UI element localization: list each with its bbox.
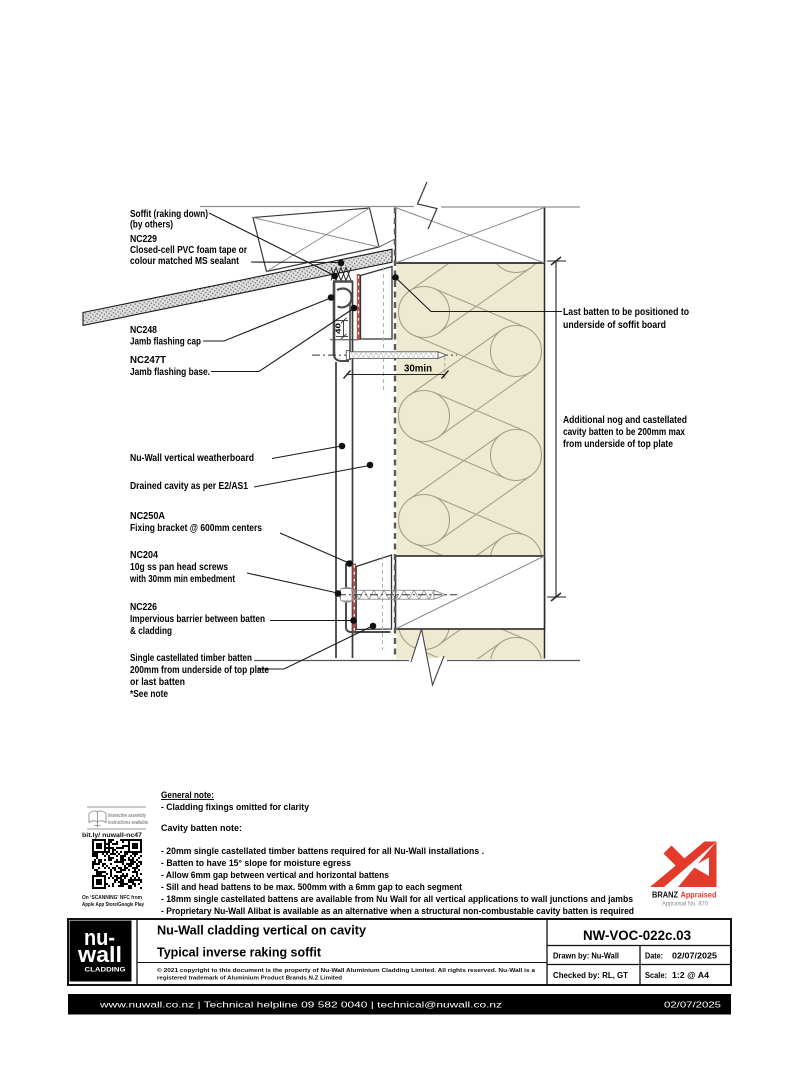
- svg-text:- Batten to have 15° slope for: - Batten to have 15° slope for moisture …: [161, 858, 351, 868]
- svg-text:interactive assembly: interactive assembly: [108, 813, 147, 819]
- svg-text:bit.ly/ nuwall-nc47: bit.ly/ nuwall-nc47: [82, 833, 143, 839]
- svg-text:with 30mm min embedment: with 30mm min embedment: [129, 574, 235, 585]
- svg-text:Checked by: RL, GT: Checked by: RL, GT: [553, 970, 629, 980]
- svg-text:underside of soffit board: underside of soffit board: [563, 320, 666, 331]
- svg-text:Single castellated timber batt: Single castellated timber batten: [130, 653, 252, 664]
- svg-text:40: 40: [334, 323, 343, 334]
- svg-text:- 18mm single castellated batt: - 18mm single castellated battens are av…: [161, 894, 633, 904]
- svg-text:nu-: nu-: [84, 925, 115, 950]
- svg-text:- Sill and head battens to be: - Sill and head battens to be max. 500mm…: [161, 882, 462, 892]
- svg-text:Apple App Store/Google Play: Apple App Store/Google Play: [82, 902, 145, 908]
- svg-text:30min: 30min: [404, 364, 432, 375]
- svg-text:Jamb flashing cap: Jamb flashing cap: [130, 337, 201, 348]
- svg-text:Closed-cell PVC foam tape or: Closed-cell PVC foam tape or: [130, 245, 247, 256]
- svg-text:*See note: *See note: [130, 689, 168, 700]
- svg-text:NW-VOC-022c.03: NW-VOC-022c.03: [583, 928, 691, 944]
- svg-text:Jamb flashing base.: Jamb flashing base.: [130, 367, 210, 378]
- svg-text:General note:: General note:: [161, 790, 214, 800]
- svg-text:or last batten: or last batten: [130, 677, 185, 688]
- svg-text:NC204: NC204: [130, 550, 159, 561]
- svg-text:Fixing bracket @ 600mm centers: Fixing bracket @ 600mm centers: [130, 523, 262, 534]
- svg-text:colour matched MS sealant: colour matched MS sealant: [130, 256, 240, 267]
- svg-text:& cladding: & cladding: [130, 626, 172, 637]
- svg-text:Appraised: Appraised: [681, 890, 717, 900]
- svg-text:BRANZ: BRANZ: [652, 890, 678, 900]
- svg-text:Date:: Date:: [645, 951, 663, 961]
- svg-text:02/07/2025: 02/07/2025: [664, 1000, 721, 1010]
- svg-text:wall: wall: [77, 942, 122, 967]
- svg-text:NC226: NC226: [130, 602, 157, 613]
- svg-text:instructions available: instructions available: [108, 820, 148, 826]
- svg-text:02/07/2025: 02/07/2025: [672, 951, 717, 961]
- svg-text:(by others): (by others): [130, 220, 173, 231]
- svg-text:- 20mm single castellated timb: - 20mm single castellated timber battens…: [161, 846, 484, 856]
- svg-text:Typical inverse raking soffit: Typical inverse raking soffit: [157, 945, 322, 960]
- svg-text:Appraisal No. 870: Appraisal No. 870: [662, 902, 709, 908]
- svg-text:Additional nog and castellated: Additional nog and castellated: [563, 415, 687, 426]
- svg-text:cavity batten to be 200mm max: cavity batten to be 200mm max: [563, 427, 685, 438]
- svg-text:© 2021 copyright to this docum: © 2021 copyright to this document is the…: [157, 967, 536, 974]
- svg-text:NC229: NC229: [130, 234, 157, 245]
- svg-text:CLADDING: CLADDING: [85, 968, 126, 974]
- svg-text:Drawn by: Nu-Wall: Drawn by: Nu-Wall: [553, 951, 619, 961]
- svg-text:Scale:: Scale:: [645, 970, 667, 980]
- svg-text:NC247T: NC247T: [130, 355, 166, 366]
- svg-text:- Allow 6mm gap between vertic: - Allow 6mm gap between vertical and hor…: [161, 870, 389, 880]
- svg-text:- Cladding fixings omitted for: - Cladding fixings omitted for clarity: [161, 802, 310, 812]
- svg-text:Impervious barrier between bat: Impervious barrier between batten: [130, 614, 265, 625]
- svg-text:Soffit (raking down): Soffit (raking down): [130, 209, 208, 220]
- svg-text:10g ss pan head screws: 10g ss pan head screws: [130, 562, 228, 573]
- svg-text:NC248: NC248: [130, 325, 157, 336]
- svg-text:On ‘SCANNING’ NFC from: On ‘SCANNING’ NFC from: [82, 895, 142, 901]
- svg-text:Nu-Wall cladding vertical on c: Nu-Wall cladding vertical on cavity: [157, 923, 367, 938]
- svg-text:200mm from underside of top pl: 200mm from underside of top plate: [130, 665, 269, 676]
- svg-text:www.nuwall.co.nz | Technic: www.nuwall.co.nz | Technical helpline 09…: [99, 1000, 502, 1010]
- svg-text:Cavity batten note:: Cavity batten note:: [161, 823, 242, 833]
- svg-text:NC250A: NC250A: [130, 511, 165, 522]
- svg-text:Nu-Wall vertical weatherboard: Nu-Wall vertical weatherboard: [130, 453, 254, 464]
- svg-text:registered trademark of Alumin: registered trademark of Aluminium Produc…: [157, 976, 342, 982]
- svg-text:Last batten to be positioned t: Last batten to be positioned to: [563, 307, 689, 318]
- svg-text:1:2 @ A4: 1:2 @ A4: [672, 970, 709, 980]
- svg-text:Drained cavity as per E2/AS1: Drained cavity as per E2/AS1: [130, 481, 248, 492]
- svg-text:- Proprietary Nu-Wall Alibat i: - Proprietary Nu-Wall Alibat is availabl…: [161, 906, 634, 916]
- svg-text:from underside of top plate: from underside of top plate: [563, 439, 673, 450]
